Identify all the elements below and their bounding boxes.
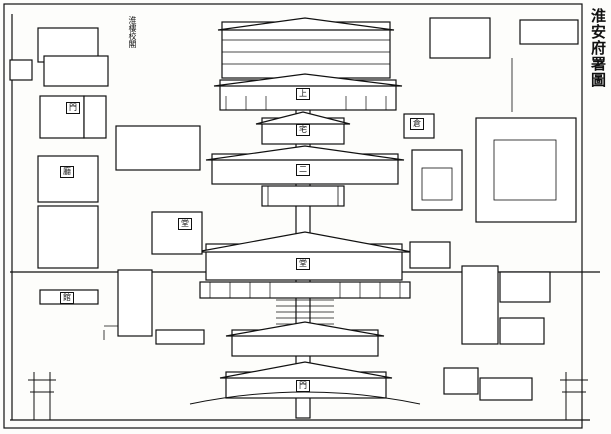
second-hall: [205, 145, 405, 207]
main-gate: [189, 361, 421, 405]
upper-hall-plaque: 上: [296, 88, 310, 100]
side-lane-label: 淮樓校閣: [128, 16, 137, 48]
west-gate-plaque: 門: [66, 102, 80, 114]
right-archway: [560, 372, 588, 420]
outer-border: [3, 3, 583, 429]
left-archway: [28, 372, 56, 420]
main-hall-plaque: 堂: [296, 258, 310, 270]
west-court-plaque: 堂: [178, 218, 192, 230]
west-compounds: [9, 27, 205, 345]
rear-residence: [217, 17, 395, 79]
map-title: 淮安府署圖: [589, 8, 607, 88]
east-block-plaque: 倉: [410, 118, 424, 130]
east-compounds: [403, 17, 579, 401]
middle-gate: [225, 321, 385, 357]
courtyard-steps: [276, 299, 334, 325]
main-gate-plaque: 門: [296, 380, 310, 392]
west-lower-plaque: 館: [60, 292, 74, 304]
second-hall-plaque: 二: [296, 164, 310, 176]
residence-hall-plaque: 宅: [296, 124, 310, 136]
west-block-plaque: 廳: [60, 166, 74, 178]
